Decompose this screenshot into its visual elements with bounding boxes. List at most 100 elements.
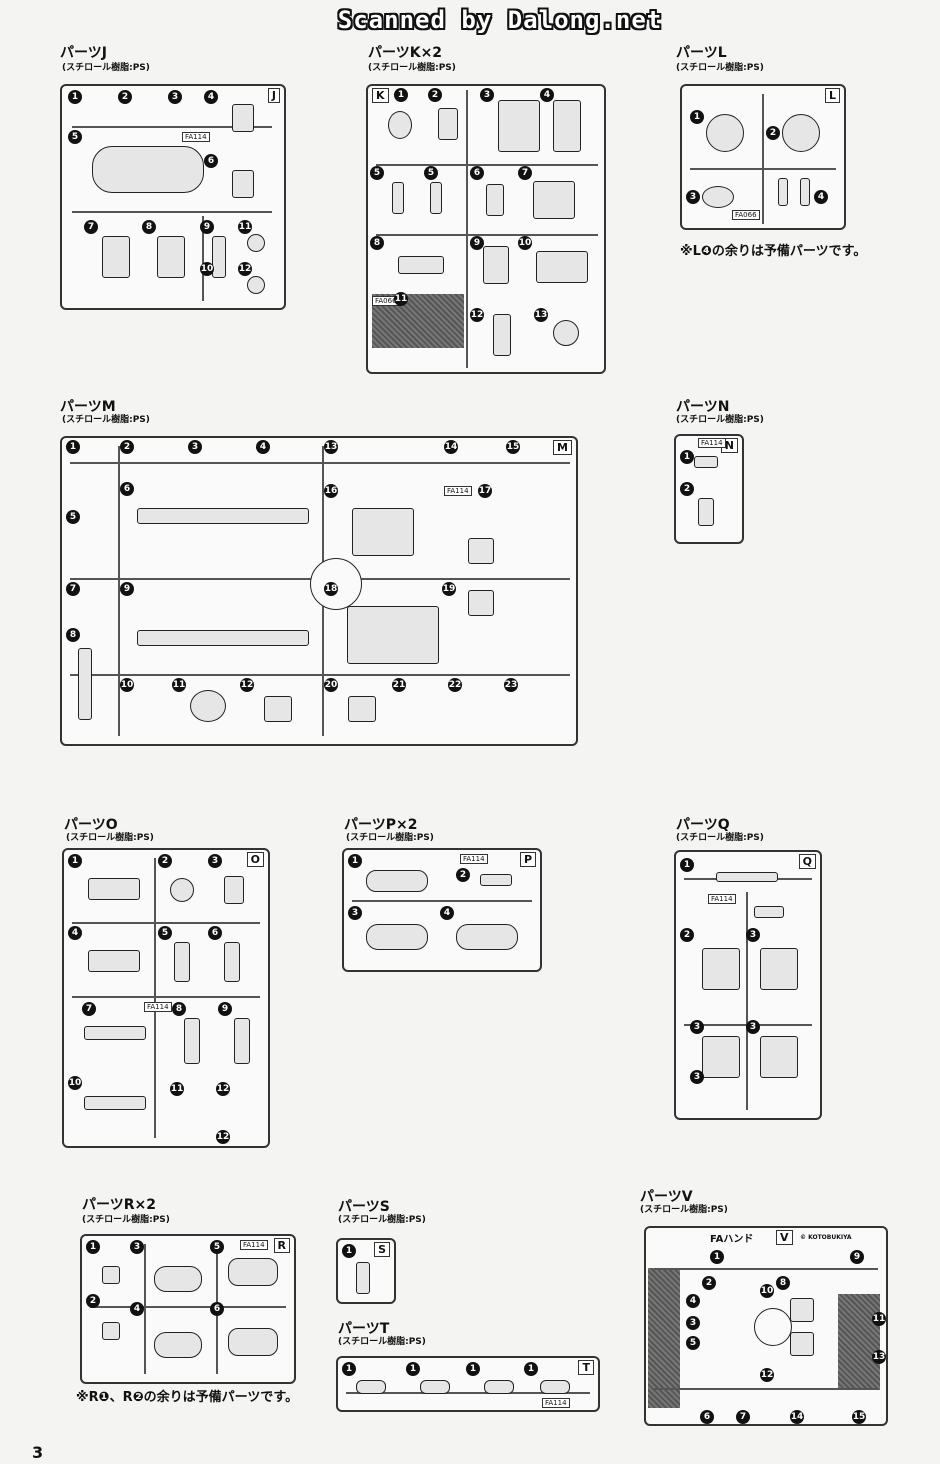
sprue-j: J FA114 1 2 3 4 5 6 7 8 9 10 11 12 (60, 84, 286, 310)
sprue-k: K FA066 1 2 3 4 5 5 6 7 8 9 10 11 12 13 (366, 84, 606, 374)
part-num: 4 (68, 926, 82, 940)
part-num: 6 (208, 926, 222, 940)
part-num: 5 (158, 926, 172, 940)
sprue-o: O FA114 1 2 3 4 5 6 7 8 9 10 11 12 12 (62, 848, 270, 1148)
part-t1 (484, 1380, 514, 1394)
part-num: 8 (172, 1002, 186, 1016)
sprue-l: L FA066 1 2 3 4 (680, 84, 846, 230)
part-l-title: パーツL (676, 45, 727, 61)
part-num: 1 (680, 858, 694, 872)
part-p1 (366, 870, 428, 892)
part-num: 1 (342, 1244, 356, 1258)
part-num: 4 (686, 1294, 700, 1308)
part-num: 2 (766, 126, 780, 140)
part-m20 (348, 696, 376, 722)
part-q3 (702, 948, 740, 990)
part-num: 5 (68, 130, 82, 144)
part-num: 1 (66, 440, 80, 454)
sprue-v-shaded-left (648, 1268, 680, 1408)
sprue-k-letter: K (372, 88, 389, 103)
sprue-v-shaded-right (838, 1294, 880, 1390)
part-num: 14 (790, 1410, 804, 1424)
part-num: 11 (172, 678, 186, 692)
part-s-title: パーツS (338, 1199, 390, 1215)
part-num: 3 (686, 1316, 700, 1330)
part-o-title: パーツO (64, 817, 118, 833)
part-num: 10 (200, 262, 214, 276)
part-num: 6 (210, 1302, 224, 1316)
part-o6 (224, 942, 240, 982)
part-num: 11 (394, 292, 408, 306)
sprue-j-letter: J (267, 88, 280, 103)
part-num: 12 (470, 308, 484, 322)
part-r-material: (スチロール樹脂:PS) (82, 1215, 170, 1225)
part-num: 12 (238, 262, 252, 276)
part-num: 10 (518, 236, 532, 250)
part-num: 14 (444, 440, 458, 454)
part-num: 7 (82, 1002, 96, 1016)
part-o10 (84, 1096, 146, 1110)
sprue-v-ring (754, 1308, 792, 1346)
part-num: 1 (394, 88, 408, 102)
part-num: 19 (442, 582, 456, 596)
part-num: 5 (66, 510, 80, 524)
part-t1 (420, 1380, 450, 1394)
part-m8 (78, 648, 92, 720)
part-m17 (468, 538, 494, 564)
part-num: 8 (370, 236, 384, 250)
sprue-s-letter: S (374, 1242, 390, 1257)
part-v10-hand (790, 1298, 814, 1322)
part-j9 (212, 236, 226, 278)
part-m-title: パーツM (60, 399, 116, 415)
part-num: 3 (690, 1070, 704, 1084)
part-num: 9 (850, 1250, 864, 1264)
part-r6 (228, 1328, 278, 1356)
part-num: 11 (238, 220, 252, 234)
part-num: 8 (776, 1276, 790, 1290)
sprue-l-letter: L (824, 88, 840, 103)
part-o1 (88, 878, 140, 900)
part-num: 9 (218, 1002, 232, 1016)
part-num: 20 (324, 678, 338, 692)
part-s1 (356, 1262, 370, 1294)
part-r4 (154, 1332, 202, 1358)
part-num: 2 (428, 88, 442, 102)
part-num: 3 (746, 1020, 760, 1034)
sprue-m-code: FA114 (444, 486, 472, 496)
watermark: Scanned by Dalong.net (337, 6, 663, 34)
part-num: 9 (200, 220, 214, 234)
sprue-q-letter: Q (798, 854, 816, 869)
part-q1 (716, 872, 778, 882)
part-num: 2 (158, 854, 172, 868)
part-num: 3 (208, 854, 222, 868)
sprue-r-code: FA114 (240, 1240, 268, 1250)
part-o8 (184, 1018, 200, 1064)
part-m6 (137, 508, 309, 524)
part-num: 13 (872, 1350, 886, 1364)
part-m11 (190, 690, 226, 722)
part-num: 10 (68, 1076, 82, 1090)
part-o-material: (スチロール樹脂:PS) (66, 833, 154, 843)
part-p4 (456, 924, 518, 950)
part-num: 7 (66, 582, 80, 596)
part-num: 23 (504, 678, 518, 692)
sprue-s: S 1 (336, 1238, 396, 1304)
part-num: 15 (852, 1410, 866, 1424)
sprue-o-code: FA114 (144, 1002, 172, 1012)
part-q3 (702, 1036, 740, 1078)
part-p-title: パーツP×2 (344, 817, 418, 833)
part-num: 1 (690, 110, 704, 124)
part-num: 2 (680, 482, 694, 496)
part-num: 6 (204, 154, 218, 168)
part-num: 4 (204, 90, 218, 104)
part-num: 1 (466, 1362, 480, 1376)
part-num: 2 (118, 90, 132, 104)
part-v-material: (スチロール樹脂:PS) (640, 1205, 728, 1215)
part-j-title: パーツJ (60, 45, 107, 61)
part-r5 (228, 1258, 278, 1286)
sprue-l-code: FA066 (732, 210, 760, 220)
part-num: 10 (120, 678, 134, 692)
part-v12-hand (790, 1332, 814, 1356)
part-num: 16 (324, 484, 338, 498)
part-m18 (347, 606, 439, 664)
